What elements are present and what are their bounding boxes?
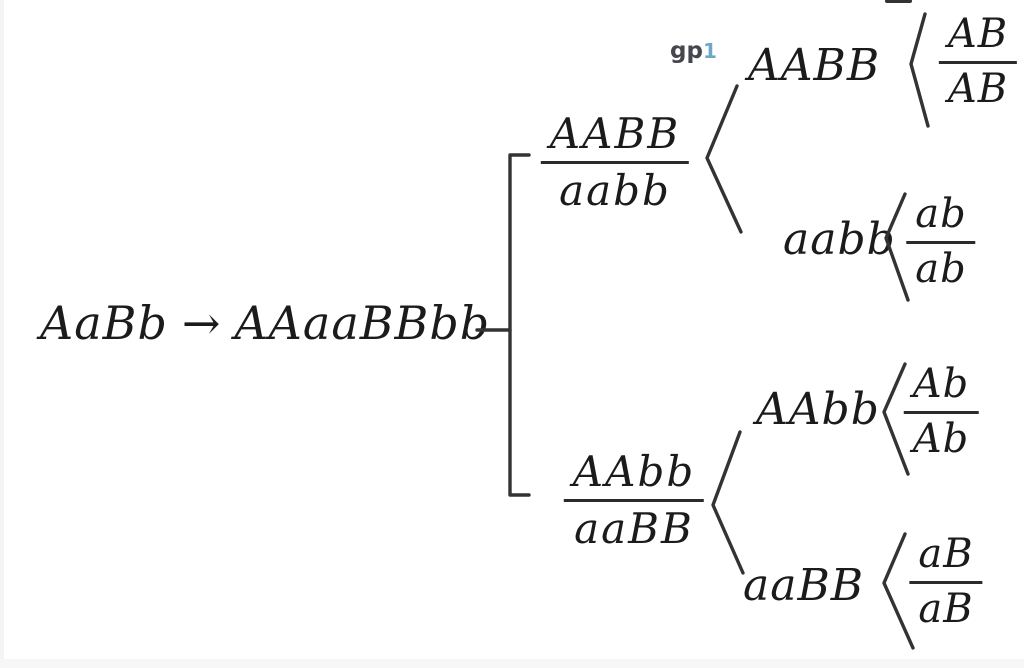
bottom-cross-numerator: AAbb [563,448,705,503]
page-bottom-edge-strip [0,659,1024,668]
bottom-branch-angle-bracket [711,430,745,575]
gamete-aB-denominator: aB [918,585,974,632]
main-expression: AaBb → AAaaBBbb [40,296,490,350]
gamete-AB-angle-bracket [909,12,930,128]
offspring-genotype-aabb: aabb [783,214,896,265]
gp1-label-number: 1 [702,39,717,63]
square-bracket [508,153,531,497]
gamete-aB-numerator: aB [909,532,983,584]
top-cross-denominator: aabb [559,166,671,216]
gamete-Ab-numerator: Ab [903,362,979,414]
bottom-cross-fraction: AAbb aaBB [563,448,705,554]
gamete-AB-denominator: AB [947,65,1009,112]
gp1-label: gp1 [670,40,717,63]
gamete-fraction-aB-aB: aB aB [909,532,983,632]
bottom-cross-denominator: aaBB [574,504,694,554]
gamete-AB-numerator: AB [938,12,1018,64]
cross-arrow-icon: → [181,296,221,350]
gamete-Ab-denominator: Ab [912,415,970,462]
offspring-genotype-AAbb: AAbb [756,384,880,435]
offspring-genotype-AABB: AABB [748,40,881,91]
page-left-edge-strip [0,0,4,668]
doubled-genotype: AAaaBBbb [234,296,491,350]
gamete-ab-denominator: ab [915,245,967,292]
top-cross-numerator: AABB [540,110,690,165]
gamete-fraction-Ab-Ab: Ab Ab [903,362,979,462]
gamete-ab-numerator: ab [906,192,976,244]
gamete-fraction-AB-AB: AB AB [938,12,1018,112]
top-cross-fraction: AABB aabb [540,110,690,216]
offspring-genotype-aaBB: aaBB [743,560,865,611]
gp1-label-prefix: gp [670,38,703,64]
parent-genotype: AaBb [40,296,168,350]
gamete-fraction-ab-ab: ab ab [906,192,976,292]
top-branch-angle-bracket [705,84,743,234]
